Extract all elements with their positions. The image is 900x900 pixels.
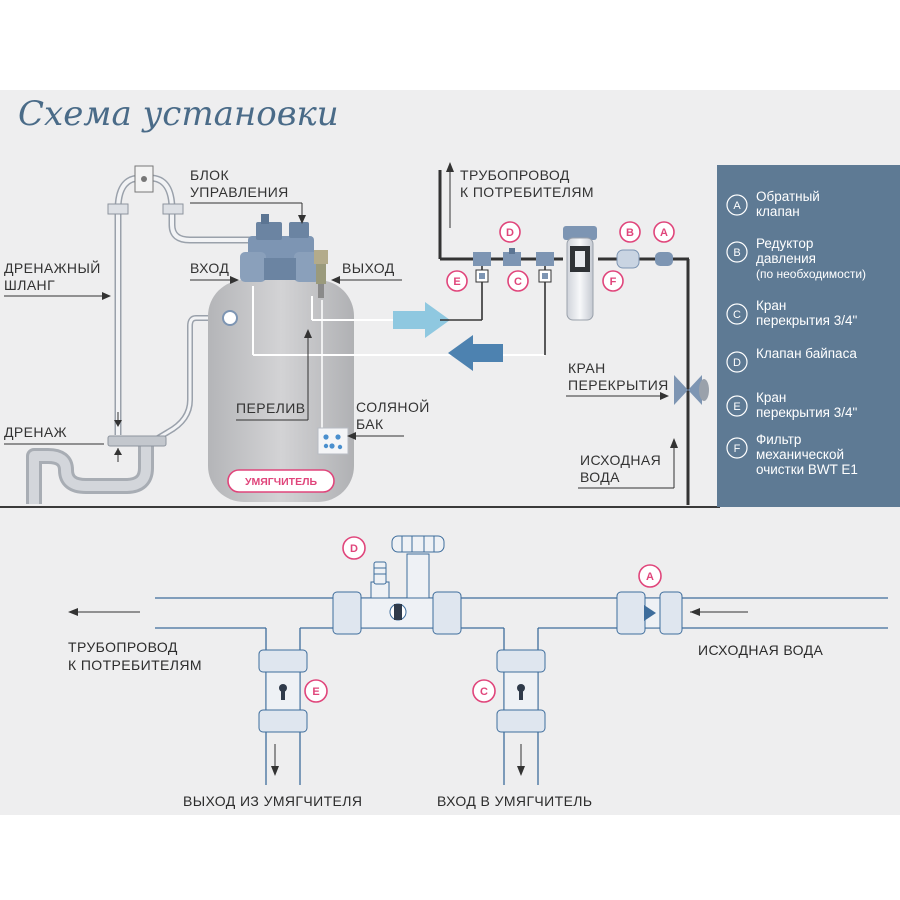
legend-text: клапан [756, 204, 800, 219]
legend-badge [726, 395, 748, 417]
pipeline-label-2: К ПОТРЕБИТЕЛЯМ [460, 184, 594, 200]
svg-text:D: D [350, 543, 358, 555]
badge-D-top: D [499, 221, 521, 243]
inlet-label: ВХОД [190, 260, 229, 276]
softener-label-pill [227, 469, 335, 493]
legend-text: Редуктор [756, 236, 813, 251]
drain-hose [107, 165, 262, 435]
overflow-hose [156, 315, 228, 441]
legend-letter: E [733, 401, 740, 413]
svg-text:C: C [514, 276, 522, 288]
legend-badge [726, 241, 748, 263]
legend-badge [726, 351, 748, 373]
outflow-arrow [393, 302, 450, 338]
drain-siphon [26, 412, 167, 504]
reducer-B [616, 249, 640, 269]
legend-badge [726, 437, 748, 459]
bypass-pipeline-label-2: К ПОТРЕБИТЕЛЯМ [68, 657, 202, 673]
badge-C-bottom: C [472, 679, 496, 703]
filter-F [563, 226, 597, 321]
svg-text:E: E [312, 686, 319, 698]
legend-text: Клапан байпаса [756, 346, 857, 361]
valve-C [536, 252, 554, 283]
control-valve [240, 214, 328, 298]
legend-text: Кран [756, 298, 786, 313]
legend-letter: A [733, 200, 741, 212]
legend-panel [717, 165, 900, 507]
badge-E-top: E [446, 270, 468, 292]
badge-A-top: A [653, 221, 675, 243]
legend-text: перекрытия 3/4" [756, 405, 858, 420]
badge-A-bottom: A [638, 564, 662, 588]
legend-item-d: D Клапан байпаса [726, 346, 857, 373]
legend-text: Кран [756, 390, 786, 405]
valve-E [473, 252, 491, 283]
svg-text:A: A [660, 227, 668, 239]
bypass-assembly [155, 535, 888, 785]
softener-outlet-label: ВЫХОД ИЗ УМЯГЧИТЕЛЯ [183, 793, 362, 809]
svg-text:D: D [506, 227, 514, 239]
shutoff-valve [674, 375, 709, 405]
legend-badge [726, 194, 748, 216]
main-pipeline [438, 162, 690, 505]
brine-tank-label-2: БАК [356, 416, 384, 432]
legend-letter: C [733, 309, 741, 321]
legend-text: Фильтр [756, 432, 801, 447]
valve-D [503, 248, 521, 266]
svg-text:C: C [480, 686, 488, 698]
pipeline-label-1: ТРУБОПРОВОД [460, 167, 570, 183]
legend-text: очистки BWT E1 [756, 462, 858, 477]
legend-text: (по необходимости) [756, 267, 866, 281]
badge-E-bottom: E [304, 679, 328, 703]
control-unit-label-2: УПРАВЛЕНИЯ [190, 184, 289, 200]
legend-letter: D [733, 357, 741, 369]
bypass-pipeline-label-1: ТРУБОПРОВОД [68, 639, 178, 655]
bypass-source-label: ИСХОДНАЯ ВОДА [698, 642, 824, 658]
drain-label: ДРЕНАЖ [4, 424, 67, 440]
badge-F-top: F [602, 270, 624, 292]
source-water-label-1: ИСХОДНАЯ [580, 452, 661, 468]
svg-text:E: E [453, 276, 460, 288]
brine-tank-label-1: СОЛЯНОЙ [356, 398, 430, 415]
badge-D-bottom: D [342, 536, 366, 560]
shutoff-label-2: ПЕРЕКРЫТИЯ [568, 377, 669, 393]
inflow-arrow [448, 335, 503, 371]
softener-tank: УМЯГЧИТЕЛЬ [208, 280, 545, 502]
shutoff-label-1: КРАН [568, 360, 606, 376]
softener-label: УМЯГЧИТЕЛЬ [245, 476, 317, 488]
softener-inlet-label: ВХОД В УМЯГЧИТЕЛЬ [437, 793, 592, 809]
legend-text: механической [756, 447, 844, 462]
overflow-label: ПЕРЕЛИВ [236, 400, 305, 416]
legend-badge [726, 303, 748, 325]
badge-B-top: B [619, 221, 641, 243]
legend-letter: B [733, 247, 740, 259]
control-unit-label-1: БЛОК [190, 167, 229, 183]
drain-hose-label-1: ДРЕНАЖНЫЙ [4, 259, 101, 276]
drain-hose-label-2: ШЛАНГ [4, 277, 55, 293]
legend-text: Обратный [756, 189, 820, 204]
legend-text: давления [756, 251, 816, 266]
source-water-label-2: ВОДА [580, 469, 620, 485]
legend-letter: F [734, 443, 741, 455]
svg-text:A: A [646, 571, 654, 583]
svg-text:F: F [610, 276, 617, 288]
svg-text:B: B [626, 227, 634, 239]
legend-text: перекрытия 3/4" [756, 313, 858, 328]
diagram-title: Схема установки [18, 94, 339, 134]
check-valve-A [655, 252, 673, 266]
badge-C-top: C [507, 270, 529, 292]
outlet-label: ВЫХОД [342, 260, 395, 276]
